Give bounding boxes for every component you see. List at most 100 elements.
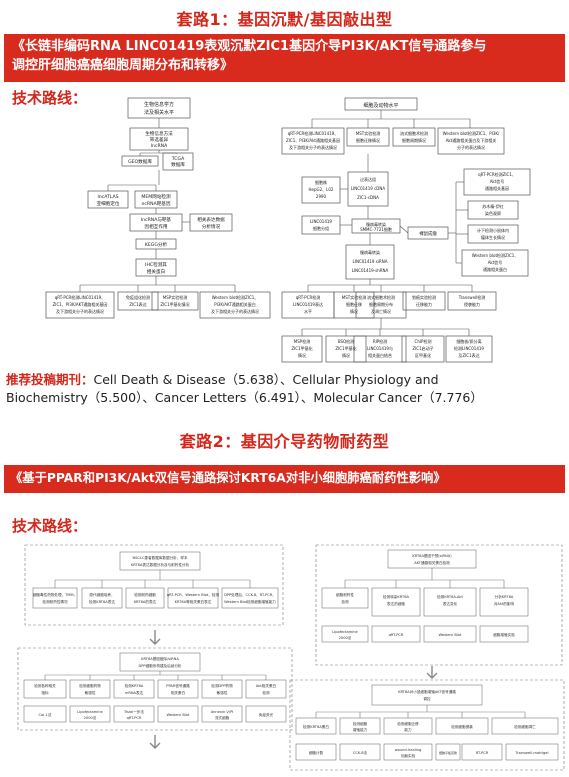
d5-line2: 检测LINC01419 <box>454 345 484 351</box>
d3-line1: RIP检测 <box>373 338 387 344</box>
b2-line1: 免疫组化检测 <box>126 294 150 300</box>
right-r1: 检测KRT6A蛋白 <box>303 724 329 729</box>
left-r5-line2: 敏感性 <box>217 690 228 695</box>
right-y6: Transwell-matrigel <box>514 751 548 755</box>
right-top-box <box>387 549 477 569</box>
r2-line2: 染色观察 <box>485 210 501 216</box>
cell-top-qrtpcr-box <box>281 127 345 155</box>
kd-line1: 慢病毒转染 <box>360 249 380 255</box>
left-r3-line1: 检测KRT6A <box>125 683 144 688</box>
hepg2-line2: HepG2、L02 <box>309 187 334 192</box>
t1-line3: 及下游相关分子的表达情况 <box>289 144 337 150</box>
down-arrow-icon-2 <box>149 735 161 749</box>
corr-box <box>189 213 233 232</box>
linc-group-line1: LINC01419 <box>310 219 332 224</box>
left-m5-box <box>221 587 279 609</box>
set2-technical-route-diagram: NSCLC患者数据库数据分析，样本 KRT6A表达数据分析及与耐药性分析 细胞毒… <box>17 544 565 771</box>
left-x3-line2: qRT-PCR <box>127 716 142 720</box>
right-container-top <box>315 544 563 666</box>
set1-route-label: 技术路线： <box>12 89 88 107</box>
t4-line2: Akt通路相关蛋白及下游相关 <box>446 137 497 143</box>
set2-route-label: 技术路线： <box>12 517 88 535</box>
oe-line1: 过表达组 <box>360 176 376 182</box>
d5-line3: 及ZIC1表达 <box>458 352 479 358</box>
d4-line1: ChIP检测 <box>415 338 432 344</box>
left-r6-box <box>245 679 287 699</box>
right-y6-box <box>505 743 559 761</box>
lncatlas-line1: lncATLAS <box>97 194 118 200</box>
d2-line3: 情况 <box>342 352 350 358</box>
left-x1-box <box>23 705 67 723</box>
left-r2-line2: 敏感性 <box>85 690 96 695</box>
right-mid-line2: 调控 <box>423 696 431 701</box>
left-r3-line2: mRNA表达 <box>125 690 144 695</box>
left-x1: Cal-1法 <box>39 712 52 717</box>
t1-line2: ZIC1、PI3K/Akt通路相关基因 <box>286 137 340 143</box>
d2-line1: BSQ检测 <box>338 338 354 344</box>
left-r1-line2: 指标 <box>41 690 49 695</box>
d1-line2: ZIC1甲基化 <box>291 345 312 351</box>
r1-line3: 通路相关基因 <box>485 185 509 191</box>
mem-line2: ncRNA靶基因 <box>142 200 171 207</box>
kegg-label: KEGG分析 <box>145 241 168 248</box>
c3-line2: 细胞周期分布 <box>369 301 393 307</box>
d4-line3: 区甲基化 <box>415 352 431 358</box>
bio-header-line2: 法及相关水平 <box>144 109 174 116</box>
journals-line1: Cell Death & Disease（5.638）、Cellular Phy… <box>93 372 439 387</box>
r1-line2: Akt信号 <box>490 178 505 184</box>
t1-line1: qRT-PCR检测LINC01419、 <box>288 130 338 136</box>
kd-line2: LINC01419 siRNA <box>353 259 388 264</box>
left-x5-line2: 流式细胞 <box>215 715 230 720</box>
right-r2-line1: 检测细胞 <box>353 721 368 726</box>
r4-line1: Western blot检测ZIC1、 <box>472 252 519 258</box>
left-m2-line1: 原代细胞培养， <box>89 592 114 597</box>
left-m3-line2: KRT6A的表达 <box>134 599 157 604</box>
hepg2-line1: 细胞株 <box>315 179 327 185</box>
right-x1-line1: Lipofectamine <box>332 630 358 634</box>
left-r2-box <box>69 679 111 699</box>
right-y1-box <box>295 743 337 761</box>
right-m2-line1: 检测转染KRT6A <box>383 594 409 599</box>
right-top-line1: KRT6A基因干预(siRNA) <box>412 553 452 558</box>
down-arrow-icon <box>149 630 161 645</box>
b2-line2: ZIC1表达 <box>129 301 146 307</box>
left-m3-line1: 检测耐药细胞 <box>134 592 156 597</box>
right-x1-line2: 2000法 <box>339 635 352 640</box>
right-top-line2: AKT通路相关蛋白检测 <box>414 560 450 565</box>
c5-line1: Transwell检测 <box>458 294 486 300</box>
left-m3-box <box>125 587 165 609</box>
r4-line3: 通路相关蛋白 <box>483 266 507 272</box>
tcga-line2: 数据库 <box>171 161 185 168</box>
r1-line1: qRT-PCR检测ZIC1、 <box>478 171 516 177</box>
c4-line1: 划痕实验检测 <box>412 294 436 300</box>
b1-line1: qRT-PCR检测LINC01419、 <box>55 294 105 300</box>
right-x3-box <box>423 625 477 643</box>
bio-header-line1: 生物信息学方 <box>144 101 174 108</box>
right-m1-line1: 细胞耐药性 <box>336 592 354 597</box>
left-x4-box <box>157 705 199 723</box>
filter-line2: 筛选差异 <box>150 136 169 143</box>
left-container-top <box>24 544 284 626</box>
set2-paper-banner: 《基于PPAR和PI3K/Akt双信号通路探讨KRT6A对非小细胞肺癌耐药性影响… <box>4 465 565 493</box>
oe-line3: ZIC1-cDNA <box>357 195 379 200</box>
left-mid-line1: KRT6A基因敲除/siRNA <box>141 656 179 661</box>
left-m1-box <box>32 587 78 609</box>
left-x2-line2: 2000法 <box>84 715 97 720</box>
d4-line2: ZIC1启动子 <box>412 345 433 351</box>
corr-line1: 相关表达数据 <box>197 216 225 223</box>
right-m4-line1: 分析KRT6A <box>495 594 514 599</box>
lnc-target-line2: 因相互作用 <box>145 223 168 230</box>
right-m1-box <box>321 587 369 609</box>
left-x3-box <box>113 705 155 723</box>
left-x5-line1: Annexin V/PI <box>211 710 234 714</box>
right-y1: 细胞计数 <box>309 750 324 755</box>
right-m1-line2: 检测 <box>341 599 349 604</box>
right-y3-line1: wound-healing <box>395 748 422 752</box>
d3-line3: 相关蛋白结合 <box>368 352 392 358</box>
left-r4-box <box>157 679 199 699</box>
tcga-line1: TCGA <box>171 156 185 162</box>
corr-line2: 分析情况 <box>202 223 221 230</box>
c1-line1: qRT-PCR检测 <box>296 294 321 300</box>
filter-line3: lncRNA <box>151 143 168 149</box>
down-arrow-icon-3 <box>426 666 438 679</box>
